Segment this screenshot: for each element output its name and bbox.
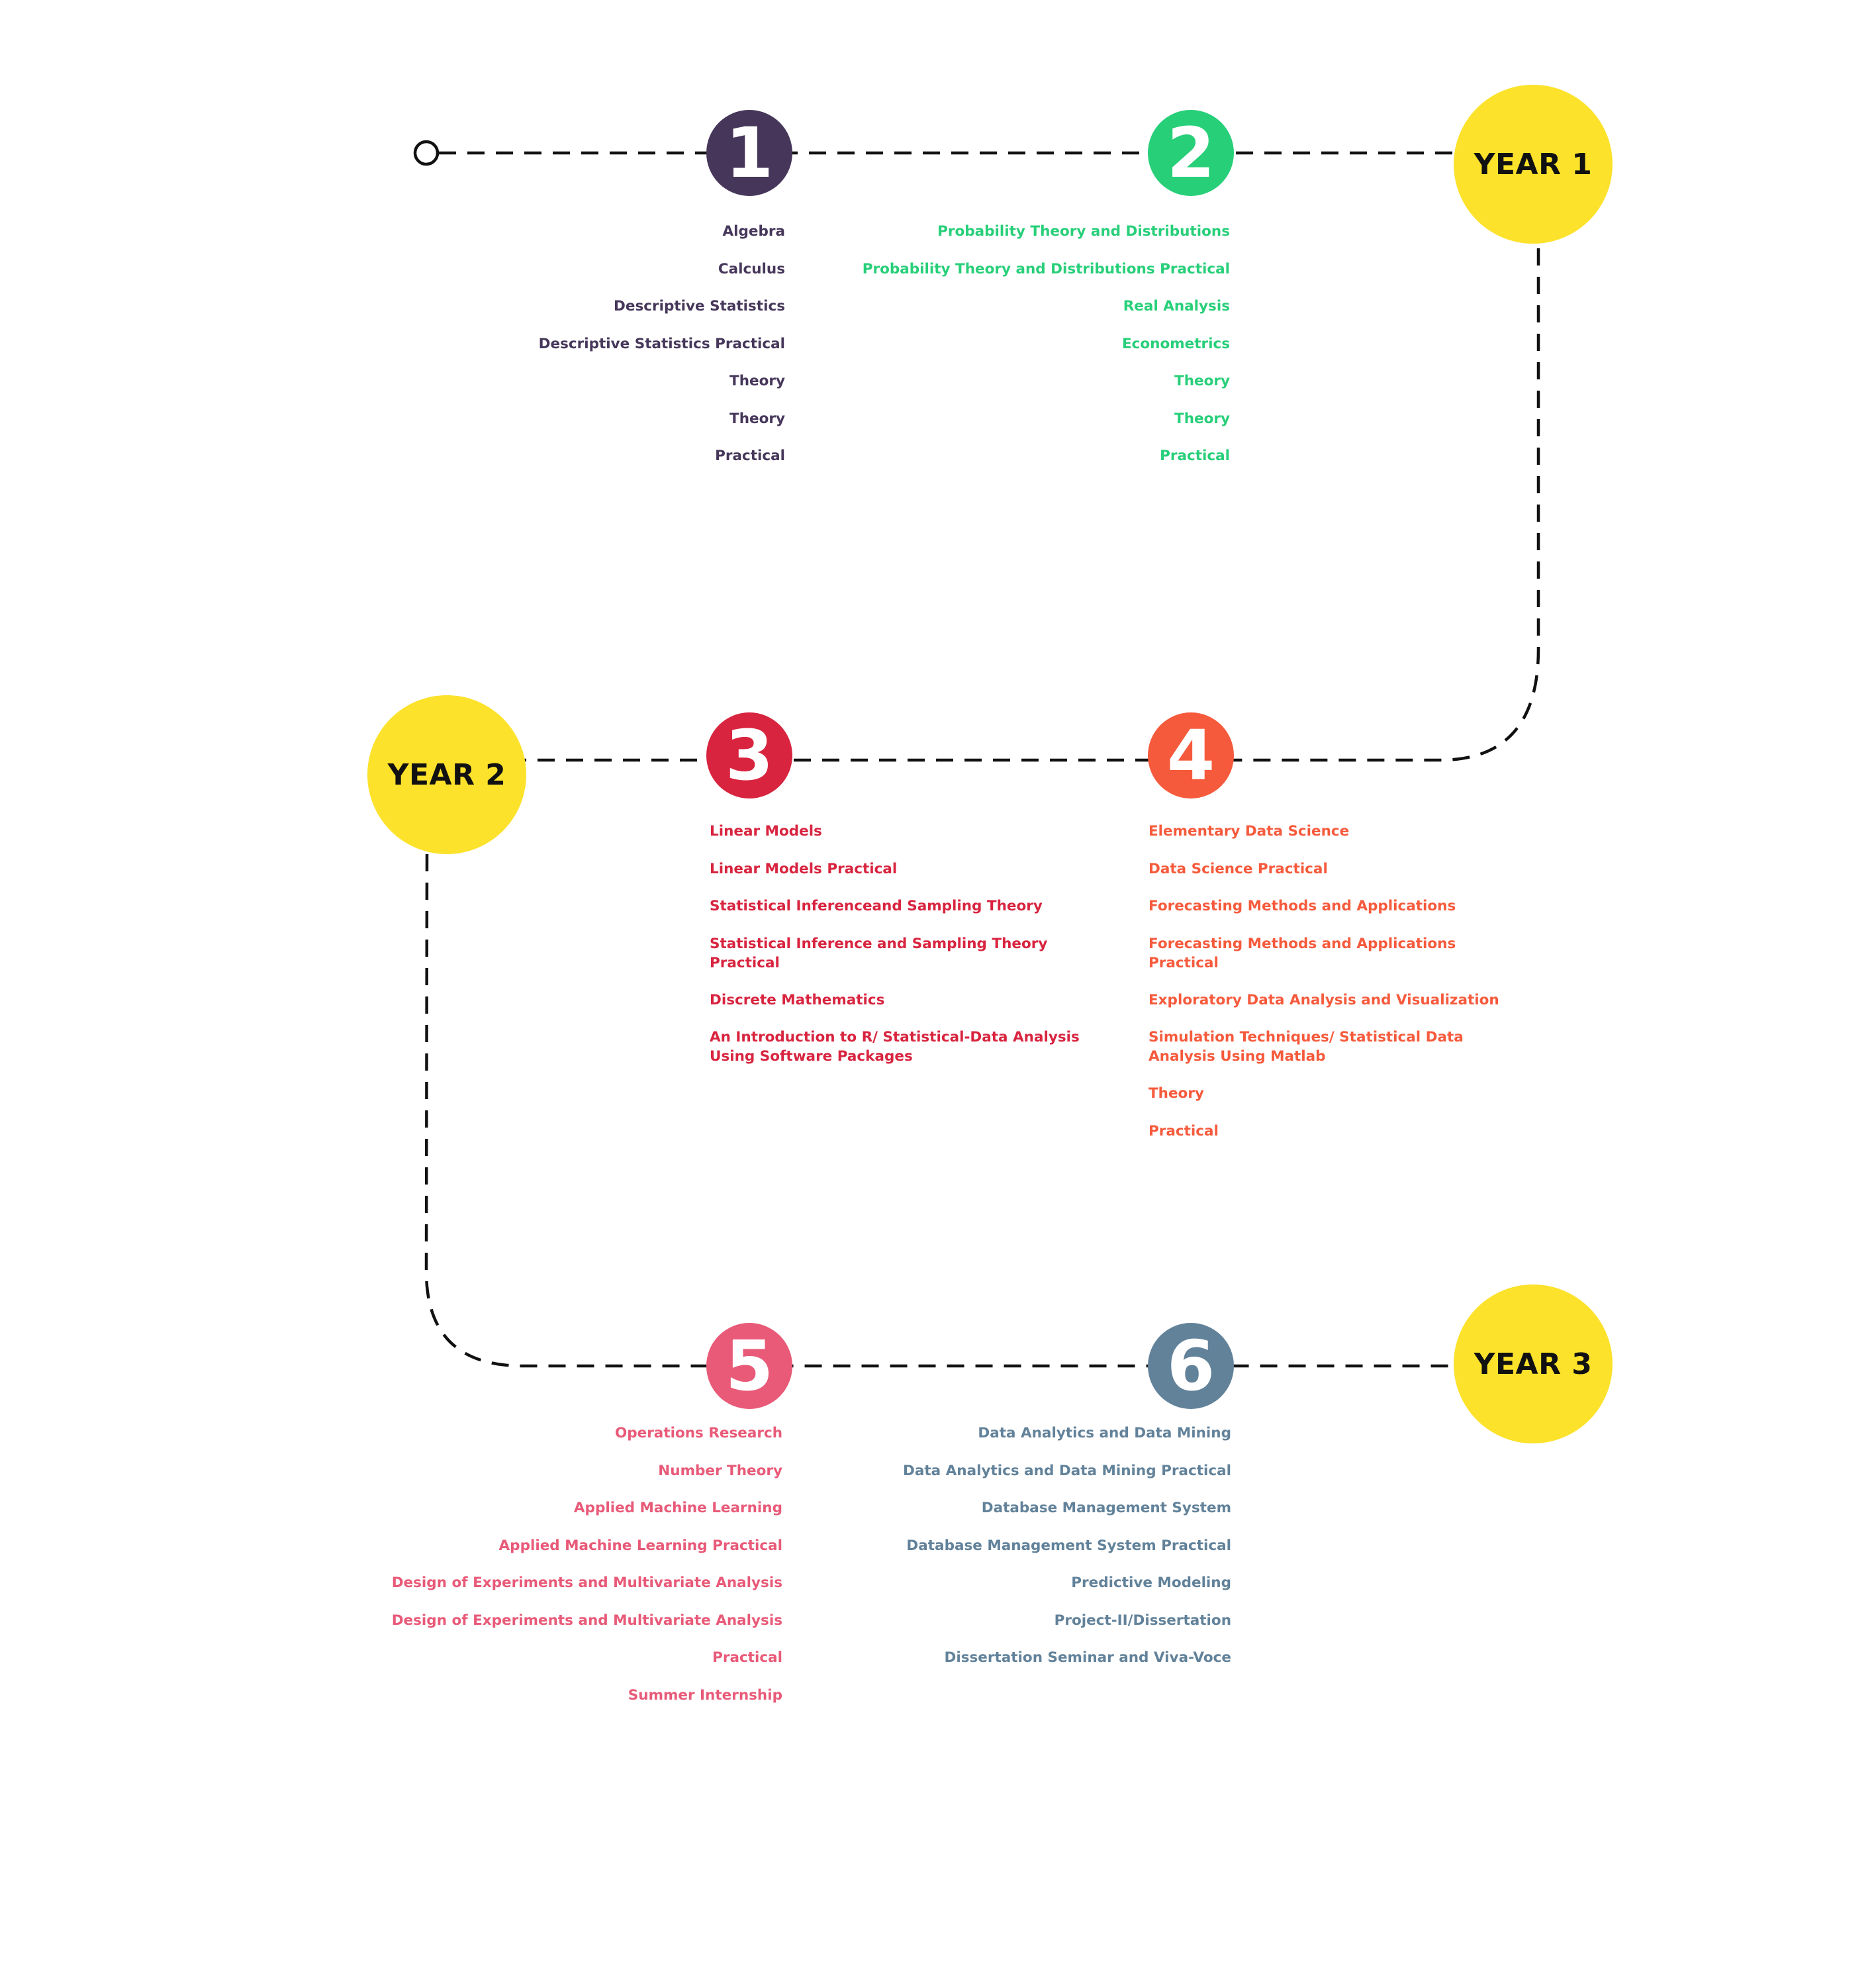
subject-item: Theory (1149, 1085, 1204, 1102)
semester-2-badge: 2 (1148, 110, 1234, 196)
subject-item: Summer Internship (628, 1686, 782, 1704)
subject-item: Probability Theory and Distributions Pra… (862, 260, 1230, 277)
subject-item: Theory (729, 410, 785, 427)
subject-item: Predictive Modeling (1071, 1575, 1231, 1591)
subject-item: Linear Models Practical (710, 860, 898, 877)
subject-item: Probability Theory and Distributions (937, 223, 1230, 240)
subject-item: Elementary Data Science (1149, 823, 1350, 840)
subject-item: Applied Machine Learning Practical (498, 1537, 782, 1554)
semester-6-number: 6 (1166, 1326, 1215, 1406)
subject-item: Descriptive Statistics (614, 298, 785, 315)
year-2-badge: YEAR 2 (367, 695, 526, 854)
semester-5-number: 5 (725, 1326, 774, 1406)
subject-item: Forecasting Methods and Applications Pra… (1149, 935, 1456, 971)
subject-item: Real Analysis (1123, 298, 1230, 315)
subject-item: An Introduction to R/ Statistical-Data A… (710, 1029, 1080, 1065)
subject-item: Design of Experiments and Multivariate A… (391, 1612, 782, 1629)
semester-4-badge: 4 (1148, 712, 1234, 799)
subject-item: Forecasting Methods and Applications (1149, 898, 1456, 914)
subject-item: Exploratory Data Analysis and Visualizat… (1149, 991, 1499, 1008)
semester-4-number: 4 (1166, 715, 1215, 796)
path-connector-year2 (424, 853, 1450, 1368)
subject-item: Simulation Techniques/ Statistical Data … (1149, 1029, 1464, 1065)
year-1-badge: YEAR 1 (1454, 85, 1613, 244)
start-marker (413, 140, 440, 166)
path-connector-year1 (1238, 248, 1540, 762)
subject-item: Statistical Inferenceand Sampling Theory (710, 898, 1043, 914)
subject-item: Practical (1149, 1122, 1219, 1139)
subject-item: Database Management System (981, 1500, 1231, 1516)
year-2-label: YEAR 2 (387, 757, 506, 792)
subject-item: Practical (712, 1649, 782, 1666)
subject-item: Algebra (722, 223, 785, 240)
year-1-label: YEAR 1 (1474, 147, 1593, 181)
subject-item: Calculus (718, 260, 785, 277)
subject-item: Applied Machine Learning (573, 1500, 782, 1516)
semester-1-badge: 1 (706, 110, 792, 196)
semester-2-number: 2 (1166, 113, 1215, 193)
year-3-label: YEAR 3 (1474, 1347, 1593, 1381)
subject-item: Econometrics (1121, 335, 1230, 352)
semester-3-number: 3 (725, 715, 774, 796)
subject-item: Practical (715, 448, 785, 464)
subject-item: Linear Models (710, 823, 822, 840)
subject-item: Theory (1174, 410, 1230, 427)
semester-1-number: 1 (725, 113, 774, 193)
subject-item: Practical (1160, 448, 1230, 464)
subject-item: Theory (729, 373, 785, 389)
subject-item: Project-II/Dissertation (1054, 1612, 1231, 1629)
semester-3-badge: 3 (706, 712, 792, 799)
semester-6-badge: 6 (1148, 1323, 1234, 1409)
subject-item: Dissertation Seminar and Viva-Voce (944, 1649, 1232, 1666)
subject-item: Operations Research (614, 1425, 782, 1441)
subject-item: Data Science Practical (1149, 860, 1328, 877)
subject-item: Descriptive Statistics Practical (538, 335, 785, 352)
subject-item: Statistical Inference and Sampling Theor… (710, 935, 1048, 971)
subject-item: Data Analytics and Data Mining (978, 1425, 1231, 1441)
subject-item: Design of Experiments and Multivariate A… (391, 1575, 782, 1591)
subject-item: Number Theory (658, 1462, 782, 1479)
year-3-badge: YEAR 3 (1454, 1284, 1613, 1443)
subject-item: Theory (1174, 373, 1230, 389)
semester-5-badge: 5 (706, 1323, 792, 1409)
subject-item: Data Analytics and Data Mining Practical (903, 1462, 1231, 1479)
subject-item: Database Management System Practical (906, 1537, 1231, 1554)
subject-item: Discrete Mathematics (710, 991, 885, 1008)
